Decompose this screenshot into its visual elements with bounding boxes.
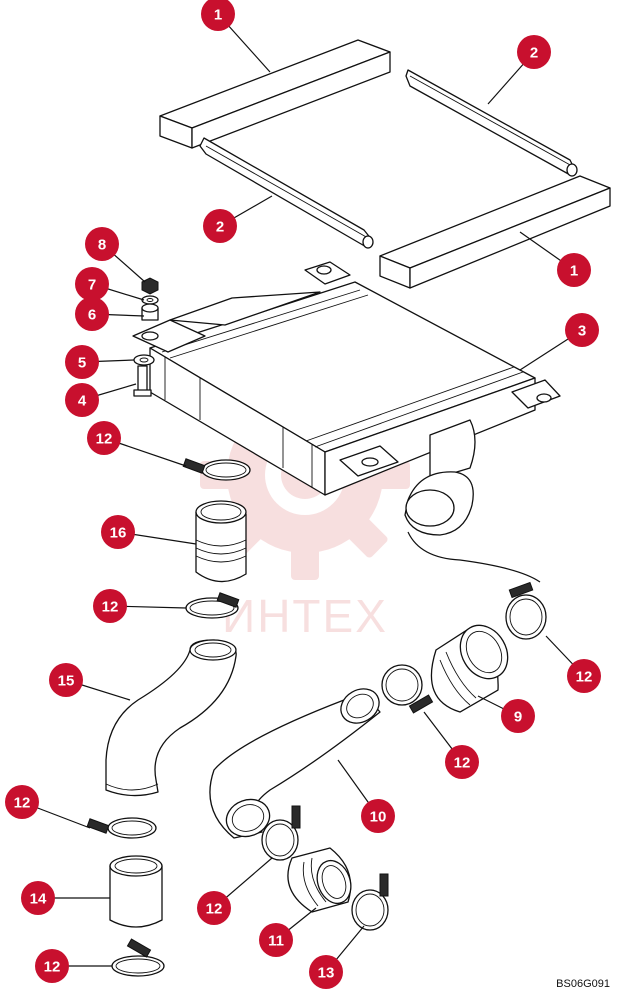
hose-clamp-left-mid — [185, 592, 240, 619]
callout-label: 12 — [102, 599, 119, 616]
callout-c2b: 2 — [203, 209, 237, 243]
callout-c12g: 12 — [35, 949, 69, 983]
callout-c3: 3 — [565, 313, 599, 347]
callout-circle — [65, 345, 99, 379]
callout-circle — [201, 0, 235, 31]
callout-c16: 16 — [101, 515, 135, 549]
callout-circle — [101, 515, 135, 549]
callout-c12e: 12 — [5, 785, 39, 819]
callout-c11: 11 — [259, 923, 293, 957]
callout-label: 15 — [58, 673, 75, 690]
callout-label: 14 — [30, 891, 47, 908]
drawing-code: BS06G091 — [556, 978, 610, 990]
hose-clamp-upper-left — [182, 458, 251, 481]
callout-c1a: 1 — [201, 0, 235, 31]
callout-circle — [197, 891, 231, 925]
reducer-hose-9 — [430, 624, 509, 713]
hose-clamp-right-top — [505, 581, 547, 640]
callout-label: 1 — [570, 263, 578, 280]
callout-label: 12 — [454, 755, 471, 772]
callout-c8: 8 — [85, 227, 119, 261]
callout-label: 12 — [96, 431, 113, 448]
callout-circle — [5, 785, 39, 819]
watermark-text: ИНТЕХ — [222, 590, 388, 642]
callout-label: 4 — [78, 393, 87, 410]
callout-label: 5 — [78, 355, 86, 372]
callout-circle — [85, 227, 119, 261]
callout-circle — [87, 421, 121, 455]
seal-strip-left — [199, 137, 374, 249]
callout-label: 11 — [268, 933, 284, 950]
short-hose-16 — [195, 500, 247, 583]
callout-c12a: 12 — [87, 421, 121, 455]
seal-strip-right — [405, 69, 578, 177]
callout-circle — [501, 699, 535, 733]
callout-c9: 9 — [501, 699, 535, 733]
long-pipe-10 — [209, 688, 381, 839]
callout-label: 7 — [88, 277, 96, 294]
hose-clamp-lower-mid — [261, 805, 301, 861]
callout-c14: 14 — [21, 881, 55, 915]
callout-label: 12 — [14, 795, 31, 812]
callout-c12c: 12 — [567, 659, 601, 693]
callout-c13: 13 — [309, 955, 343, 989]
callout-label: 8 — [98, 237, 106, 254]
callout-c6: 6 — [75, 297, 109, 331]
callout-circle — [49, 663, 83, 697]
callout-label: 16 — [110, 525, 127, 542]
intercooler-core — [132, 261, 561, 536]
callout-circle — [259, 923, 293, 957]
callout-c2a: 2 — [517, 35, 551, 69]
callout-circle — [309, 955, 343, 989]
callout-circle — [445, 745, 479, 779]
foam-strip-lower — [379, 175, 611, 289]
callout-c5: 5 — [65, 345, 99, 379]
hose-clamp-13 — [351, 873, 389, 931]
callout-circle — [35, 949, 69, 983]
short-hose-11 — [287, 847, 352, 913]
callout-label: 10 — [370, 809, 387, 826]
hose-coupler-14 — [109, 855, 163, 928]
curved-pipe-15 — [105, 639, 237, 797]
callout-label: 12 — [206, 901, 223, 918]
callout-c4: 4 — [65, 383, 99, 417]
callout-circle — [75, 267, 109, 301]
hose-clamp-right-mid — [381, 664, 434, 714]
callout-circle — [65, 383, 99, 417]
callout-circle — [567, 659, 601, 693]
hose-clamp-lower-left — [86, 817, 157, 839]
foam-strip-upper — [159, 39, 391, 149]
callout-circle — [203, 209, 237, 243]
callout-label: 12 — [44, 959, 61, 976]
callout-label: 6 — [88, 307, 96, 324]
callout-circle — [361, 799, 395, 833]
callout-circle — [93, 589, 127, 623]
callout-c12d: 12 — [445, 745, 479, 779]
callout-label: 1 — [214, 7, 222, 24]
hose-clamp-bottom-left — [111, 938, 165, 977]
callout-circle — [557, 253, 591, 287]
callout-c7: 7 — [75, 267, 109, 301]
callout-label: 2 — [216, 219, 224, 236]
mounting-hardware — [133, 277, 159, 397]
callout-label: 2 — [530, 45, 538, 62]
callout-c15: 15 — [49, 663, 83, 697]
callout-circle — [517, 35, 551, 69]
callout-c12b: 12 — [93, 589, 127, 623]
callout-label: 13 — [318, 965, 335, 982]
callout-circle — [75, 297, 109, 331]
callout-c10: 10 — [361, 799, 395, 833]
callout-c12f: 12 — [197, 891, 231, 925]
callout-circle — [565, 313, 599, 347]
callout-label: 3 — [578, 323, 586, 340]
callout-c1b: 1 — [557, 253, 591, 287]
callout-label: 9 — [514, 709, 522, 726]
callout-label: 12 — [576, 669, 593, 686]
callout-circle — [21, 881, 55, 915]
